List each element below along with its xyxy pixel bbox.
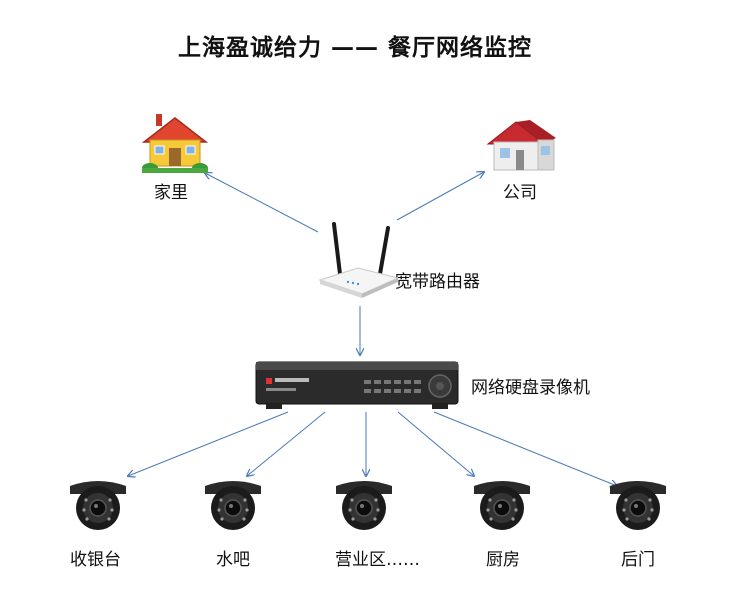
- dvr-icon: [255, 361, 459, 409]
- arrow-dvr-cam4: [397, 411, 474, 476]
- node-label-home: 家里: [154, 183, 188, 203]
- arrow-router-home: [205, 173, 319, 233]
- node-label-dvr: 网络硬盘录像机: [471, 378, 590, 398]
- camera-label-1: 收银台: [70, 550, 121, 570]
- camera-icon: [336, 481, 392, 530]
- building-icon: [486, 120, 556, 171]
- diagram-title: 上海盈诚给力 —— 餐厅网络监控: [177, 35, 532, 61]
- camera-label-2: 水吧: [216, 550, 250, 570]
- camera-label-5: 后门: [621, 550, 655, 570]
- node-label-office: 公司: [503, 183, 537, 203]
- camera-icon: [474, 481, 530, 530]
- house-icon: [142, 114, 208, 173]
- camera-label-3: 营业区……: [335, 550, 420, 570]
- arrow-router-office: [396, 172, 484, 221]
- arrow-dvr-cam5: [433, 411, 617, 486]
- router-icon: [318, 222, 400, 298]
- arrow-dvr-cam1: [128, 411, 289, 476]
- camera-icon: [205, 481, 261, 530]
- camera-label-4: 厨房: [486, 550, 520, 570]
- camera-icon: [70, 481, 126, 530]
- camera-icon: [610, 481, 666, 530]
- node-label-router: 宽带路由器: [395, 272, 480, 292]
- arrow-dvr-cam2: [247, 411, 326, 476]
